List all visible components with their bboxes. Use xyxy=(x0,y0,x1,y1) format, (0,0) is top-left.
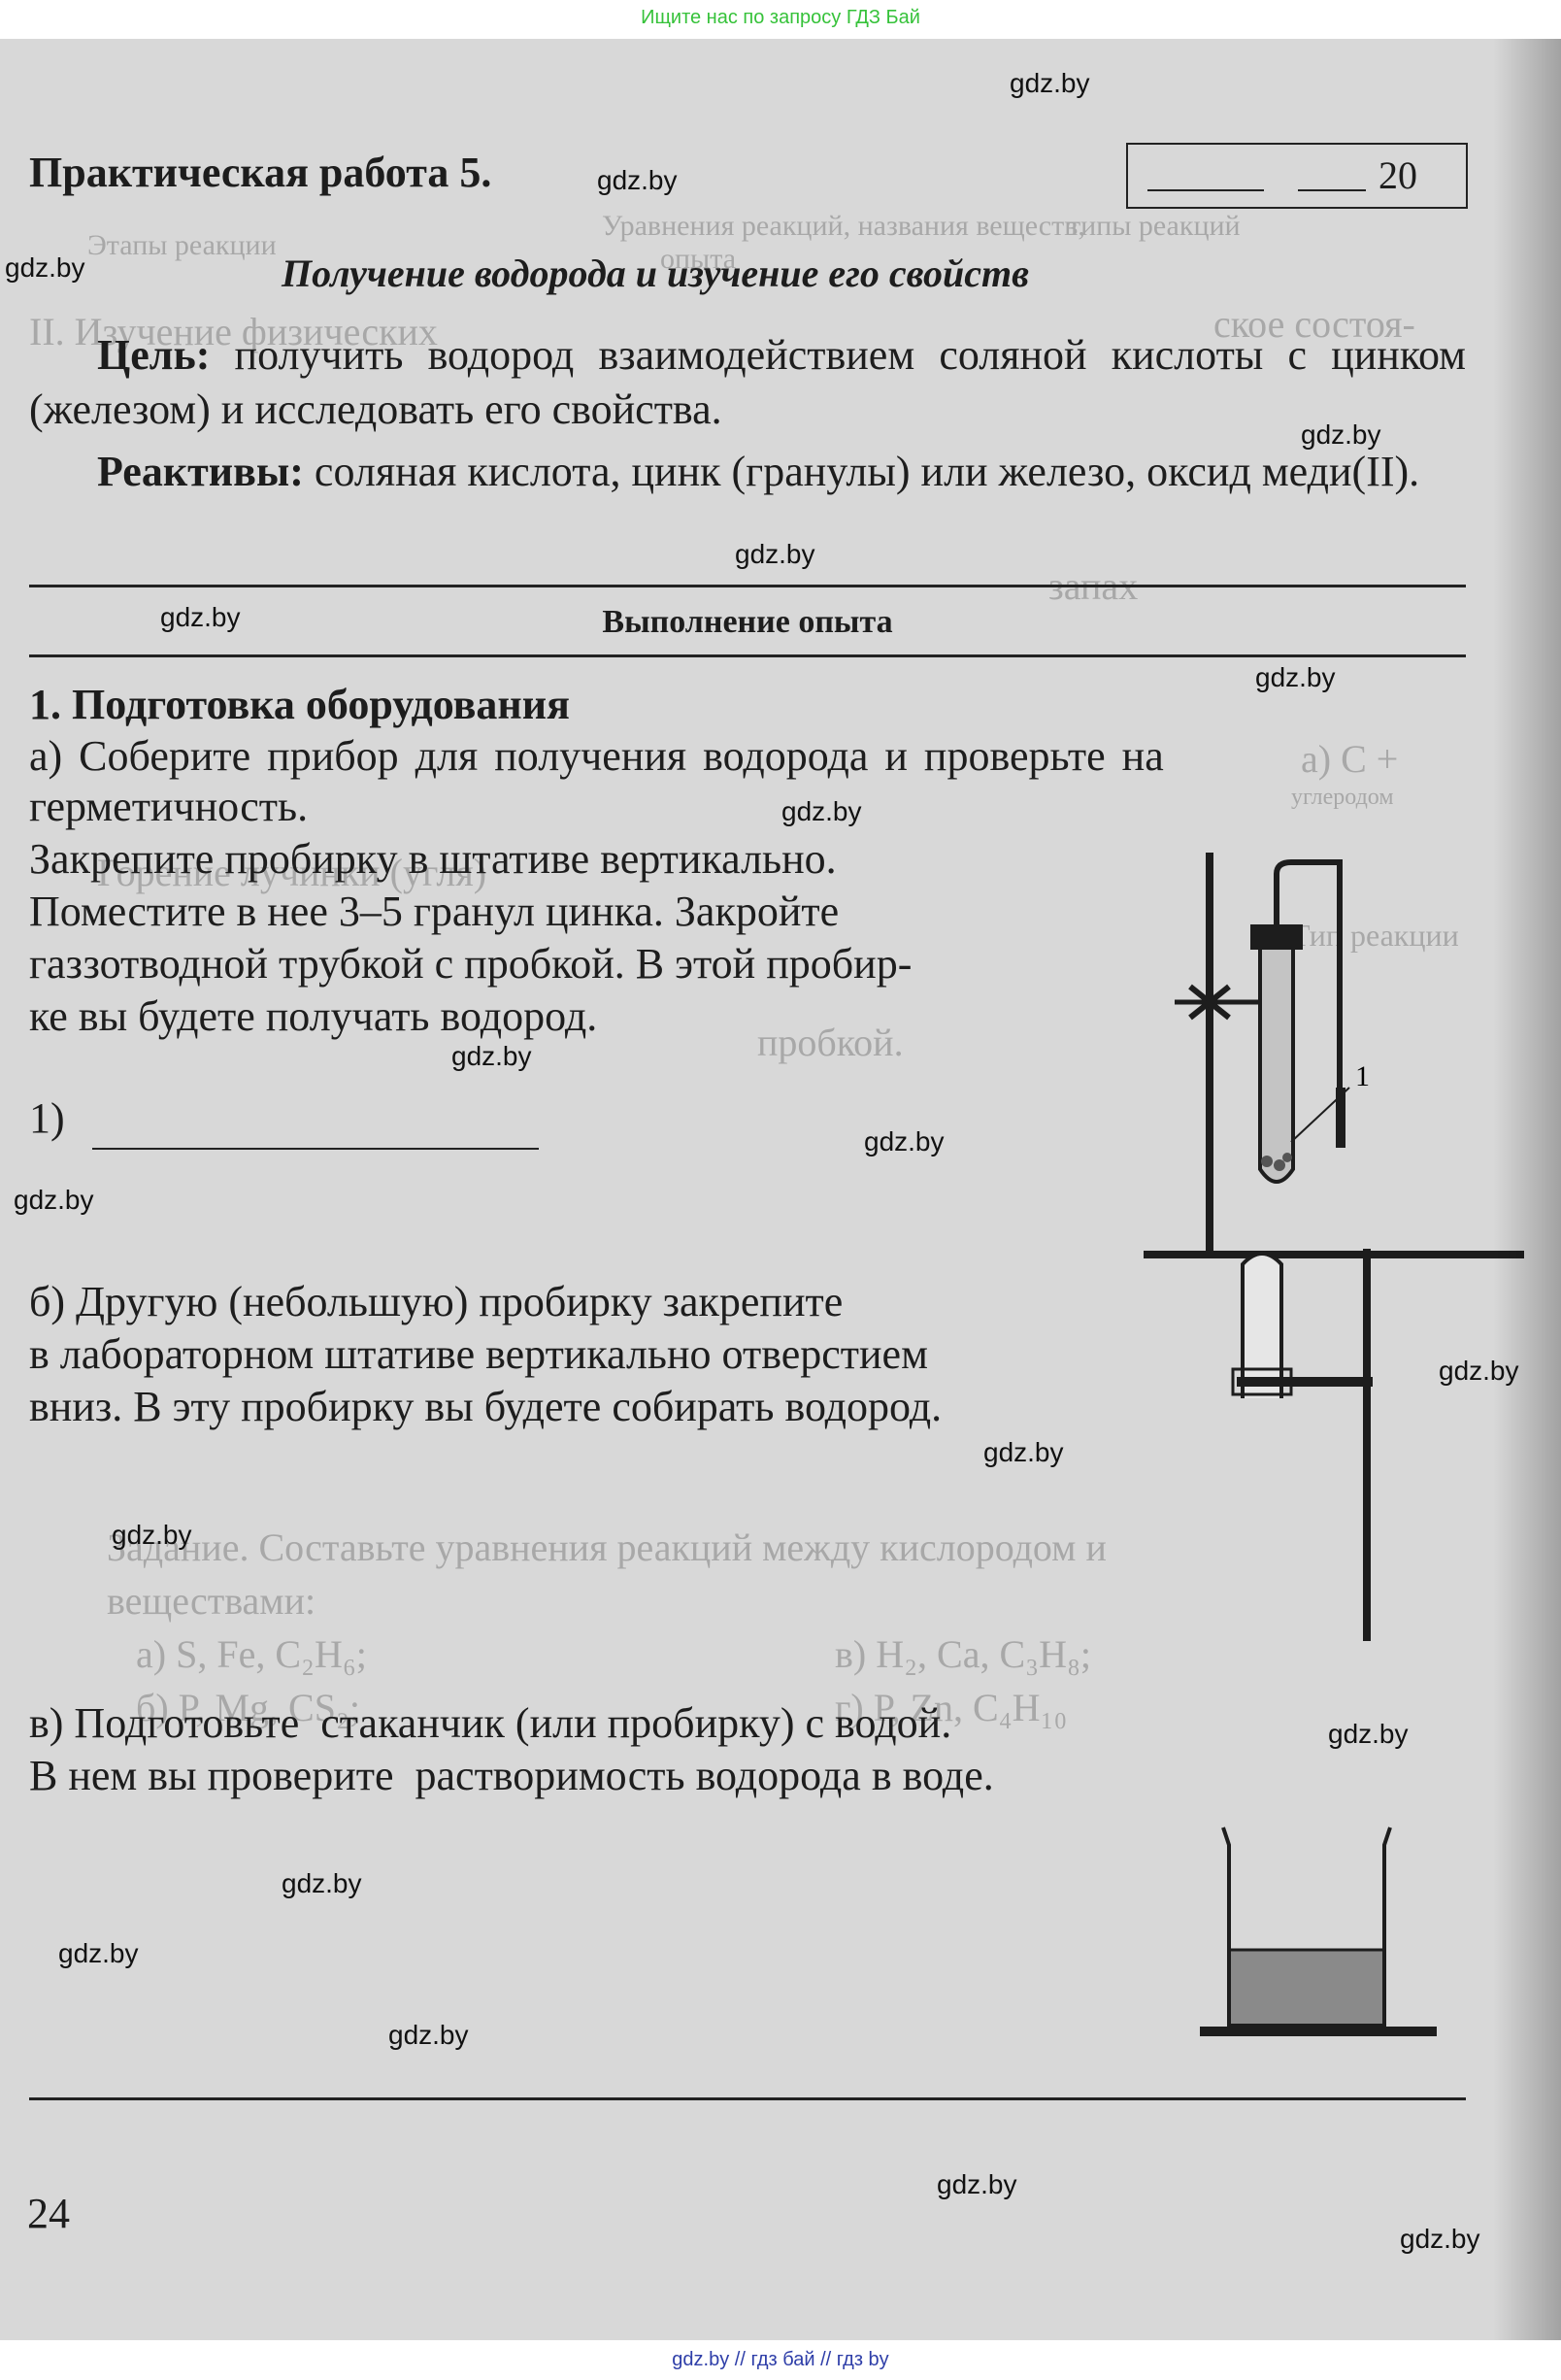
watermark: gdz.by xyxy=(597,165,678,195)
apparatus-figure: 1 xyxy=(1144,853,1524,1258)
beaker xyxy=(1221,1827,1392,2028)
watermark: gdz.by xyxy=(282,1868,362,1898)
answer-line[interactable] xyxy=(92,1148,539,1150)
ghost-text: II. Изучение физических xyxy=(29,310,438,353)
page-title: Практическая работа 5. xyxy=(29,149,492,196)
step-a-line: Закрепите пробирку в штативе вертикально… xyxy=(29,835,837,883)
zinc-granule xyxy=(1261,1156,1273,1167)
divider xyxy=(29,2097,1466,2100)
watermark: gdz.by xyxy=(781,796,862,826)
step-a-line: Поместите в нее 3–5 гранул цинка. Закрой… xyxy=(29,888,840,935)
clamp-arm xyxy=(1237,1377,1373,1387)
watermark: gdz.by xyxy=(1301,419,1381,450)
watermark: gdz.by xyxy=(1328,1719,1409,1749)
watermark: gdz.by xyxy=(735,539,815,569)
step-b-line: б) Другую (небольшую) пробирку закрепите xyxy=(29,1278,844,1325)
section-title: Выполнение опыта xyxy=(602,604,893,640)
tube-clamp xyxy=(1231,1367,1293,1396)
answer-label: 1) xyxy=(29,1094,65,1142)
gas-outlet-tube xyxy=(1274,859,1343,1148)
bottom-banner[interactable]: gdz.by // гдз бай // гдз by xyxy=(0,2340,1561,2380)
ghost-text: Задание. Составьте уравнения реакций меж… xyxy=(107,1525,1107,1569)
reagents-label: Реактивы: xyxy=(97,448,304,495)
ghost-text: б) P, Mg, CS₂; xyxy=(136,1686,361,1729)
ghost-text: г) P, Zn, C₄H₁₀ xyxy=(835,1686,1068,1729)
step-b-line: вниз. В эту пробирку вы будете собирать … xyxy=(29,1383,943,1430)
ghost-text: Горение лучинки (угля) xyxy=(97,851,487,894)
scanned-page: Уравнения реакций, названия веществ, тип… xyxy=(0,39,1561,2340)
date-year: 20 xyxy=(1378,153,1417,197)
step-a-line: газзотводной трубкой с пробкой. В этой п… xyxy=(29,940,913,988)
water xyxy=(1231,1950,1382,2024)
watermark: gdz.by xyxy=(160,602,241,632)
watermark: gdz.by xyxy=(14,1185,94,1215)
watermark: gdz.by xyxy=(388,2020,469,2050)
divider xyxy=(29,585,1466,587)
divider xyxy=(29,654,1466,657)
watermark: gdz.by xyxy=(983,1437,1064,1467)
stopper xyxy=(1250,924,1303,950)
figure-label: 1 xyxy=(1355,1060,1370,1092)
ghost-text: типы реакций xyxy=(1068,210,1241,242)
ghost-text: веществами: xyxy=(107,1579,316,1623)
watermark: gdz.by xyxy=(937,2169,1017,2199)
watermark: gdz.by xyxy=(1255,662,1336,692)
work-subtitle: Получение водорода и изучение его свойст… xyxy=(282,251,1029,295)
date-box: 20 xyxy=(1126,143,1468,209)
reagents-text: соляная кислота, цинк (гранулы) или желе… xyxy=(303,448,1420,495)
watermark: gdz.by xyxy=(1010,68,1090,98)
test-tube xyxy=(1258,942,1295,1184)
step-a-line: ке вы будете получать водород. xyxy=(29,992,598,1040)
zinc-granule xyxy=(1274,1159,1285,1171)
small-test-tube xyxy=(1241,1252,1283,1398)
page-number: 24 xyxy=(27,2190,70,2237)
ghost-text: а) S, Fe, C₂H₆; xyxy=(136,1632,367,1676)
ghost-text: углеродом xyxy=(1291,785,1394,810)
inverted-tube-figure xyxy=(1231,1249,1373,1641)
ghost-text: Уравнения реакций, названия веществ, xyxy=(602,210,1085,242)
step-heading: 1. Подготовка оборудования xyxy=(29,681,570,728)
step-b-line: в лабораторном штативе вертикально отвер… xyxy=(29,1330,928,1378)
watermark: gdz.by xyxy=(864,1126,945,1156)
watermark: gdz.by xyxy=(451,1041,532,1071)
ghost-text: Тип реакции xyxy=(1291,918,1459,953)
beaker-figure xyxy=(1200,1827,1437,2036)
step-c-line: В нем вы проверите растворимость водород… xyxy=(29,1752,994,1799)
top-banner[interactable]: Ищите нас по запросу ГДЗ Бай xyxy=(0,0,1561,39)
watermark: gdz.by xyxy=(1439,1356,1519,1386)
watermark: gdz.by xyxy=(112,1520,192,1550)
tube-end xyxy=(1336,1088,1345,1148)
step-a-line: герметичность. xyxy=(29,783,309,830)
ghost-text: в) H₂, Ca, C₃H₈; xyxy=(835,1632,1092,1676)
goal-paragraph: Цель: получить водород взаимодействием с… xyxy=(29,328,1466,437)
goal-text: получить водород взаимодействием соляной… xyxy=(29,331,1466,433)
ghost-text: а) С + xyxy=(1301,737,1399,781)
ghost-text: ское состоя- xyxy=(1213,302,1415,346)
label-pointer xyxy=(1290,1087,1350,1143)
reagents-paragraph: Реактивы: соляная кислота, цинк (гранулы… xyxy=(29,445,1466,499)
watermark: gdz.by xyxy=(1400,2224,1480,2254)
clamp-screw xyxy=(1188,984,1231,1021)
step-a-line: а) Соберите прибор для получения водород… xyxy=(29,732,1164,780)
goal-label: Цель: xyxy=(97,331,211,379)
zinc-granule xyxy=(1282,1153,1292,1162)
watermark: gdz.by xyxy=(5,252,85,283)
step-c-line: в) Подготовьте стаканчик (или пробирку) … xyxy=(29,1699,952,1747)
date-day-line xyxy=(1147,189,1264,191)
ghost-text: Этапы реакции xyxy=(87,229,277,261)
watermark: gdz.by xyxy=(58,1938,139,1968)
ghost-text: пробкой. xyxy=(757,1021,904,1064)
ghost-text: опыта xyxy=(660,243,737,275)
date-month-line xyxy=(1298,189,1366,191)
